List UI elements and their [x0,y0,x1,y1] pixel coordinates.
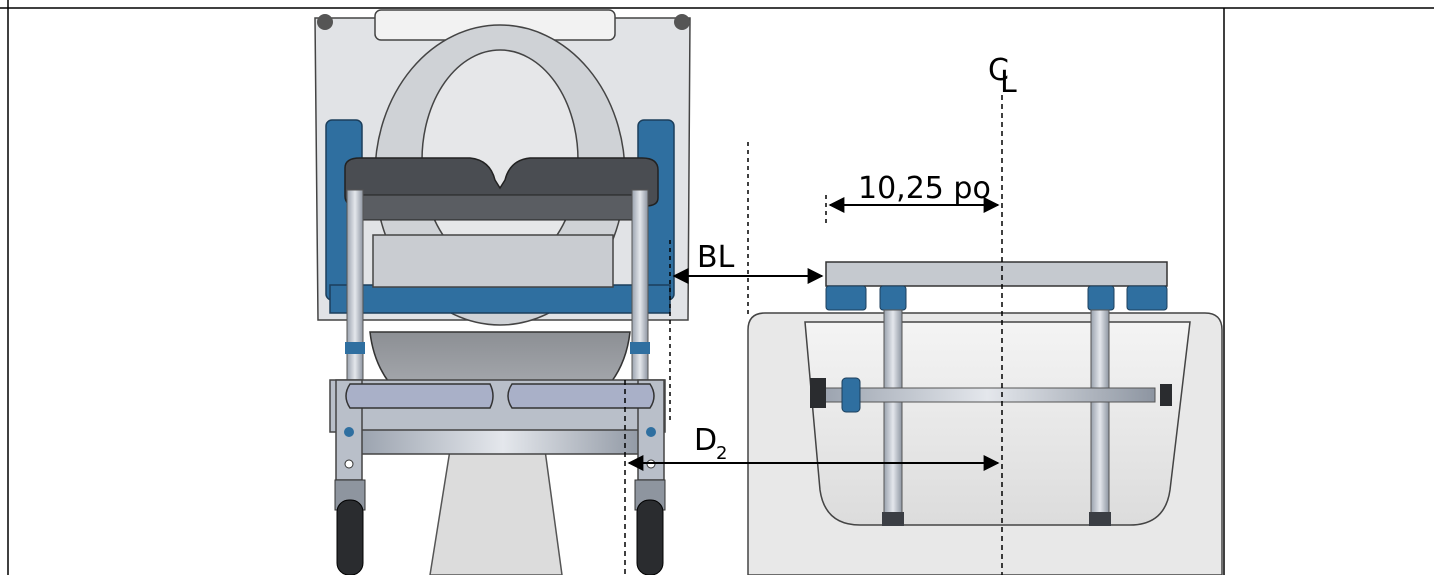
bench-top [825,261,1168,287]
caster-wheel-right [636,499,664,575]
bench-foot-left [882,512,904,526]
footrest-right [507,383,655,409]
bench-leg-right [1090,309,1110,516]
tub-inner-basin [804,321,1191,526]
chair-bolt-right [646,427,656,437]
bench-crossbar [819,387,1156,403]
bench-foot-right [1089,512,1111,526]
bench-leg-left [883,309,903,516]
chair-front-panel [372,234,614,288]
centerline-label-c: C [988,53,1009,88]
chair-seat-underside [359,194,641,221]
chair-tube-clip-right [630,342,650,354]
bl-dimension-label: BL [697,240,735,275]
bench-end-cap [1160,384,1172,406]
chair-tube-right [631,189,649,391]
chair-top-knob-left [317,14,333,30]
centerline-label-l: L [1000,65,1017,100]
shower-chair [314,9,691,575]
bench-clamp-right-inner [1087,285,1115,311]
chair-tube-left [346,189,364,391]
d2-dimension-label: D [694,423,717,458]
chair-tube-clip-left [345,342,365,354]
bench-left-cap [810,378,826,408]
chair-front-crossbar [357,429,649,455]
offset-dimension-label: 10,25 po [858,171,991,206]
bench-clamp-right-outer [1126,285,1168,311]
bench-clamp-left-outer [825,285,867,311]
centerline-symbol: C L [988,53,1017,100]
chair-bolt-left [344,427,354,437]
bathtub-assembly [747,261,1223,575]
d2-dimension-subscript: 2 [716,443,727,464]
chair-pin-left [344,459,354,469]
caster-wheel-left [336,499,364,575]
bench-adjust-knob [841,377,861,413]
bench-clamp-left-inner [879,285,907,311]
footrest-left [345,383,494,409]
chair-top-knob-right [674,14,690,30]
chair-blue-crossbar [329,284,671,314]
chair-floor-base [429,449,563,575]
